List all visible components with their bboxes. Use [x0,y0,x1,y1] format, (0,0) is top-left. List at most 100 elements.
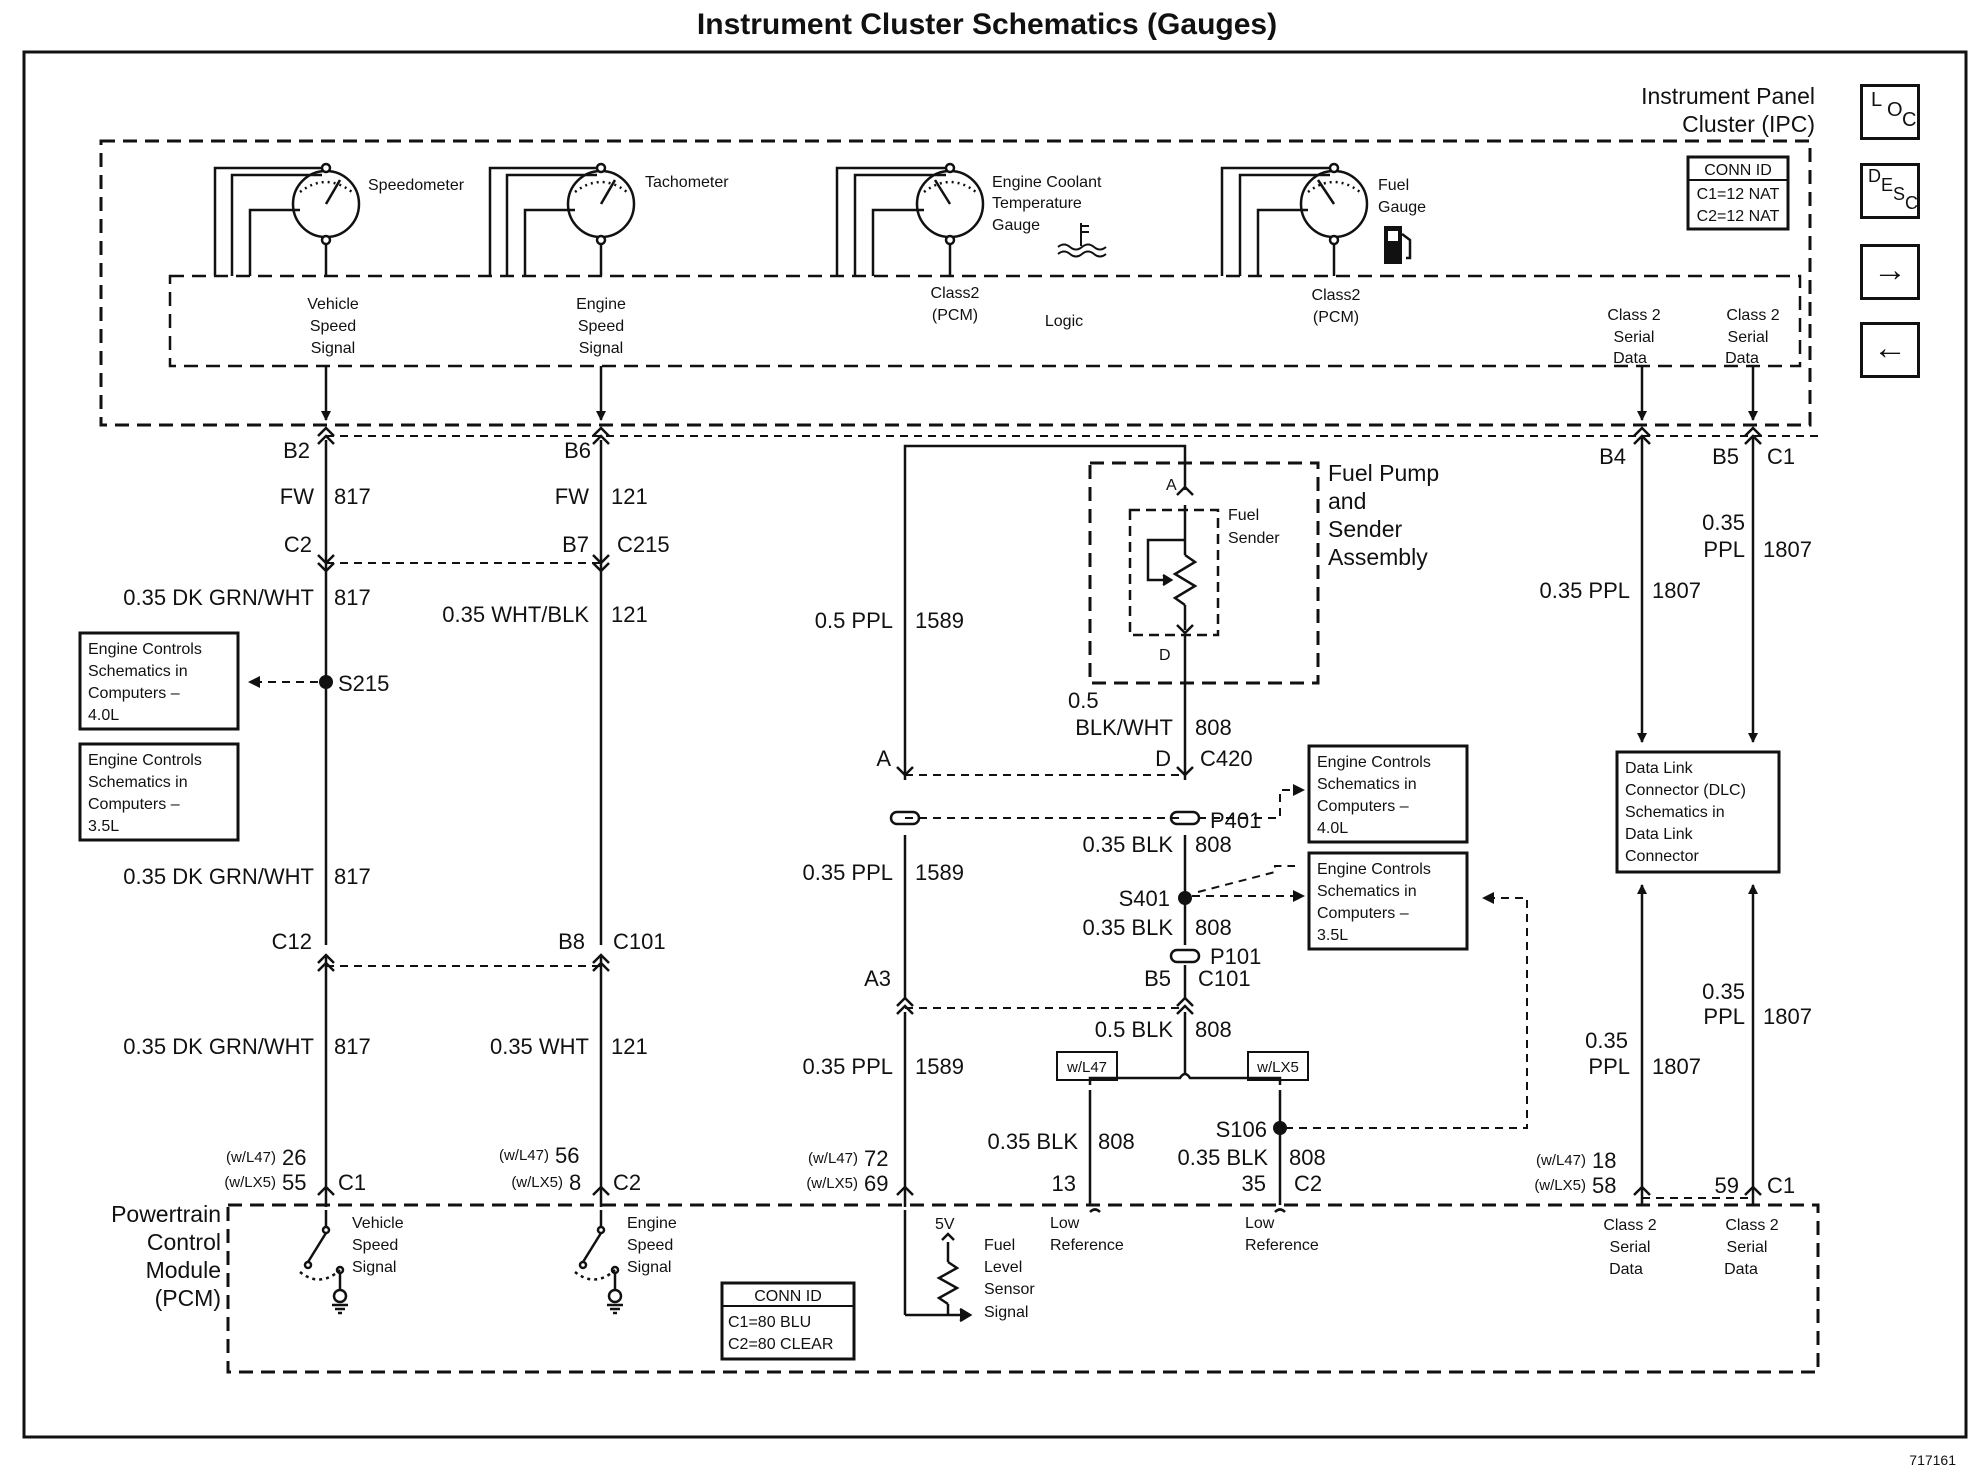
ref-ec35r-2: Schematics in [1317,883,1417,900]
vss-wire2: 0.35 DK GRN/WHT [123,864,314,889]
vss-pcm-l47-pin: 26 [282,1145,306,1170]
vss-conn-c2: C2 [284,532,312,557]
tachometer-label: Tachometer [645,174,729,191]
gnd-pin13: 13 [1052,1171,1076,1196]
ipc-name-2: Cluster (IPC) [1682,111,1815,137]
fuel-pump-name-3: Sender [1328,516,1403,542]
gnd-circ5: 808 [1289,1145,1326,1170]
c2a-wire2-gauge: 0.35 [1585,1028,1628,1053]
ipc-class2-data-1c: Data [1613,350,1647,367]
speedometer-gauge [213,162,361,276]
fl-pin-a: A [876,746,891,771]
ref-dlc-2: Connector (DLC) [1625,782,1746,799]
c2a-pcm-l47: (w/L47) [1536,1152,1586,1169]
pcm-fl-3: Sensor [984,1281,1035,1298]
ref-box-ec-35-left[interactable] [78,742,240,842]
desc-letter-s: S [1893,184,1906,204]
pcm-vss-2: Speed [352,1237,398,1254]
ref-ec35r-1: Engine Controls [1317,861,1431,878]
fuel-sender-label-2: Sender [1228,530,1280,547]
pcm-lowref-1a: Low [1050,1215,1080,1232]
desc-button[interactable]: D E S C [1860,163,1920,219]
ipc-class2-data-2b: Serial [1728,329,1769,346]
ref-ec35l-4: 3.5L [88,818,119,835]
arrow-left-icon: ← [1873,329,1907,367]
pcm-c2-2c: Data [1724,1261,1758,1278]
ref-box-ec-35-right[interactable] [1307,851,1469,951]
fuel-level-pullup-resistor [903,1210,973,1323]
vss-circuit-top: 817 [334,484,371,509]
ess-conn-c101: C101 [613,929,666,954]
document-id: 717161 [1909,1452,1956,1468]
ref-ec40l-2: Schematics in [88,663,188,680]
ipc-class2-pcm-2b: (PCM) [1313,309,1359,326]
pcm-ref-5v: 5V [935,1216,955,1233]
fl-pcm-l47-pin: 72 [864,1146,888,1171]
vss-pcm-l47: (w/L47) [226,1149,276,1166]
ipc-logic: Logic [1045,313,1083,330]
pcm-conn-id-line2: C2=80 CLEAR [728,1336,833,1353]
ref-ec35l-3: Computers – [88,796,180,813]
coolant-label-2: Temperature [992,195,1082,212]
fuel-sender-resistor [1146,505,1198,630]
fl-circ2: 1589 [915,860,964,885]
gnd-wire4: 0.35 BLK [987,1129,1078,1154]
opt-l47: w/L47 [1066,1059,1107,1076]
prev-page-button[interactable]: ← [1860,322,1920,378]
ess-pin-top: B6 [564,438,591,463]
ess-pcm-l47: (w/L47) [499,1147,549,1164]
c2b-circ2: 1807 [1763,1004,1812,1029]
pcm-c2-1b: Serial [1610,1239,1651,1256]
ref-ec40l-4: 4.0L [88,707,119,724]
gnd-top-gauge: 0.5 [1068,688,1099,713]
pcm-lowref-2a: Low [1245,1215,1275,1232]
gnd-top-color: BLK/WHT [1075,715,1173,740]
opt-lx5: w/LX5 [1256,1059,1299,1076]
c2a-wire1: 0.35 PPL [1539,578,1630,603]
c2a-pcm-lx5: (w/LX5) [1534,1177,1586,1194]
pcm-name-3: Module [146,1257,221,1283]
fl-pcm-lx5-pin: 69 [864,1171,888,1196]
ess-pin-b7: B7 [562,532,589,557]
vss-circ1: 817 [334,585,371,610]
arrow-right-icon: → [1873,251,1907,289]
ipc-class2-pcm-1b: (PCM) [932,307,978,324]
gnd-pin35: 35 [1242,1171,1266,1196]
ipc-conn-id-line1: C1=12 NAT [1697,186,1780,203]
s401-label: S401 [1119,886,1170,911]
ipc-ess-1: Engine [576,296,626,313]
vss-wire1: 0.35 DK GRN/WHT [123,585,314,610]
gnd-circ2: 808 [1195,915,1232,940]
loc-letter-l: L [1871,89,1883,111]
tachometer-gauge [488,162,636,276]
s215-label: S215 [338,671,389,696]
ipc-ess-2: Speed [578,318,624,335]
gnd-wire5: 0.35 BLK [1177,1145,1268,1170]
coolant-label-3: Gauge [992,217,1040,234]
c2b-conn-top: C1 [1767,444,1795,469]
next-page-button[interactable]: → [1860,244,1920,300]
ess-pcm-conn: C2 [613,1170,641,1195]
ref-box-ec-40-right[interactable] [1307,744,1469,844]
fuel-pump-box [1088,461,1320,685]
ref-box-ec-40-left[interactable] [78,631,240,731]
fl-wire1: 0.5 PPL [815,608,893,633]
fuel-pump-pin-a: A [1166,477,1177,494]
ess-color-top: FW [555,484,589,509]
s106-label: S106 [1216,1117,1267,1142]
pcm-fl-4: Signal [984,1304,1028,1321]
page-title: Instrument Cluster Schematics (Gauges) [696,8,1278,41]
ref-box-dlc[interactable] [1615,750,1781,874]
loc-button[interactable]: L O C [1860,84,1920,140]
ipc-class2-data-1a: Class 2 [1607,307,1660,324]
ipc-class2-data-2c: Data [1725,350,1759,367]
loc-letter-c: C [1902,109,1917,131]
ref-ec40l-3: Computers – [88,685,180,702]
vss-circ3: 817 [334,1034,371,1059]
c2a-pcm-l47-pin: 18 [1592,1148,1616,1173]
ipc-logic-box [168,274,1802,368]
pcm-ess-1: Engine [627,1215,677,1232]
ref-dlc-5: Connector [1625,848,1699,865]
gnd-wire1: 0.35 BLK [1082,832,1173,857]
fuel-pump-icon [1384,226,1412,264]
